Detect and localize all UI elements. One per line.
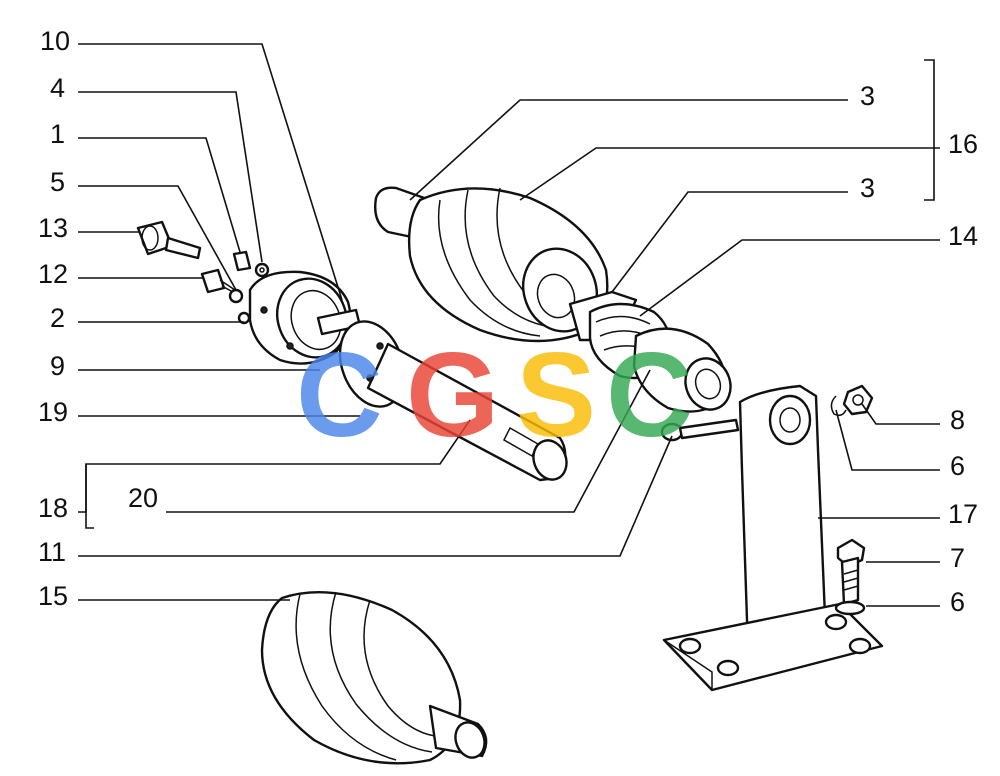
callout-11: 11 bbox=[38, 537, 66, 567]
support-bracket-part bbox=[662, 384, 884, 692]
group-bracket bbox=[924, 59, 935, 201]
callout-6-lower: 6 bbox=[950, 587, 965, 617]
bolt-part bbox=[834, 538, 866, 616]
leader-4 bbox=[78, 91, 263, 263]
leader-14 bbox=[639, 239, 940, 317]
leader-8 bbox=[861, 403, 940, 425]
leader-20 bbox=[166, 369, 651, 513]
leader-lines bbox=[78, 43, 940, 607]
callout-9: 9 bbox=[50, 351, 65, 381]
watermark-letter-1: C bbox=[296, 328, 383, 462]
callout-8: 8 bbox=[950, 405, 965, 435]
callout-10: 10 bbox=[40, 26, 70, 56]
watermark: C G S C bbox=[296, 328, 693, 462]
callout-6-upper: 6 bbox=[950, 451, 965, 481]
leader-6a bbox=[835, 409, 940, 471]
bottom-roller-part bbox=[260, 590, 488, 765]
callout-3-top: 3 bbox=[860, 81, 875, 111]
callout-5: 5 bbox=[50, 167, 65, 197]
bushing-part bbox=[568, 290, 732, 413]
leader-16 bbox=[519, 147, 940, 201]
small-fasteners-part bbox=[228, 250, 270, 325]
leader-3a bbox=[409, 99, 848, 201]
callout-15: 15 bbox=[38, 581, 68, 611]
watermark-letter-4: C bbox=[606, 328, 693, 462]
leader-3b bbox=[611, 191, 848, 293]
callout-1: 1 bbox=[50, 119, 65, 149]
shaft-part bbox=[338, 320, 568, 482]
callout-20: 20 bbox=[128, 483, 158, 513]
callout-16: 16 bbox=[948, 129, 978, 159]
callout-7: 7 bbox=[950, 543, 965, 573]
watermark-letter-3: S bbox=[516, 328, 596, 462]
callout-3-middle: 3 bbox=[860, 173, 875, 203]
callout-19: 19 bbox=[38, 397, 68, 427]
leader-1 bbox=[78, 137, 241, 253]
callout-14: 14 bbox=[948, 221, 978, 251]
group-bracket-18 bbox=[85, 464, 94, 529]
callout-4: 4 bbox=[50, 73, 65, 103]
callout-18: 18 bbox=[38, 493, 68, 523]
watermark-letter-2: G bbox=[406, 328, 499, 462]
callout-13: 13 bbox=[38, 213, 68, 243]
leader-10 bbox=[78, 43, 343, 301]
callout-12: 12 bbox=[38, 259, 68, 289]
callout-labels: 10 4 1 5 13 12 2 9 19 18 20 11 15 3 16 3… bbox=[38, 26, 978, 617]
leader-11 bbox=[78, 435, 673, 557]
leader-5 bbox=[78, 185, 237, 291]
callout-2: 2 bbox=[50, 303, 65, 333]
pin-part bbox=[660, 418, 740, 442]
grease-nipple-part bbox=[136, 220, 202, 260]
callout-17: 17 bbox=[948, 499, 978, 529]
